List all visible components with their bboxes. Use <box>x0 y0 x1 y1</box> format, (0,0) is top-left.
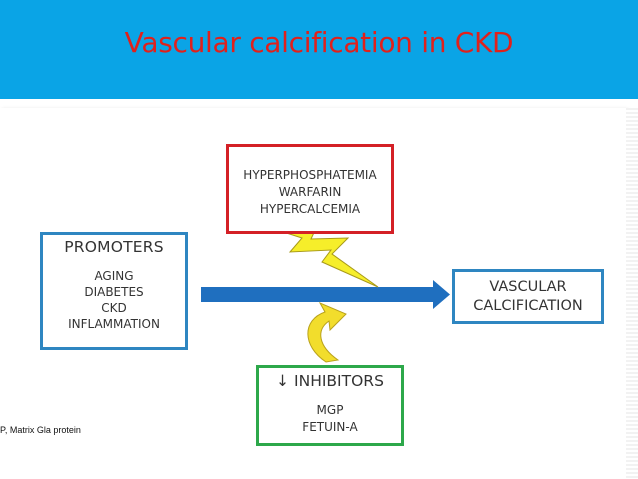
curved-arrow-icon <box>307 301 347 363</box>
inhibitor-item: FETUIN-A <box>302 420 358 434</box>
promoters-box: PROMOTERS AGING DIABETES CKD INFLAMMATIO… <box>40 232 188 350</box>
inhibitors-title: INHIBITORS <box>294 372 384 390</box>
right-arrow-icon <box>201 280 450 309</box>
footnote: P, Matrix Gla protein <box>0 425 81 435</box>
outcome-line: VASCULAR <box>489 279 567 295</box>
lightning-bolt-icon <box>273 223 379 288</box>
stimuli-item: HYPERPHOSPHATEMIA <box>243 168 377 182</box>
outcome-box: VASCULAR CALCIFICATION <box>452 269 604 324</box>
outcome-line: CALCIFICATION <box>473 298 583 314</box>
inhibitors-box: ↓ INHIBITORS MGP FETUIN-A <box>256 365 404 446</box>
promoter-item: AGING <box>94 269 134 283</box>
header-bar <box>0 0 638 99</box>
promoters-title: PROMOTERS <box>64 238 164 256</box>
down-arrow-icon: ↓ <box>276 372 290 390</box>
stimuli-item: WARFARIN <box>278 185 342 199</box>
stimuli-item: HYPERCALCEMIA <box>259 202 361 216</box>
inhibitors-heading: ↓ INHIBITORS <box>259 372 401 390</box>
inhibitor-item: MGP <box>316 403 344 417</box>
promoter-item: CKD <box>101 301 127 315</box>
promoter-item: INFLAMMATION <box>68 317 160 331</box>
slide-title: Vascular calcification in CKD <box>124 26 514 59</box>
slide-edge <box>626 108 638 479</box>
stimuli-box: HYPERPHOSPHATEMIA WARFARIN HYPERCALCEMIA <box>226 144 394 234</box>
promoter-item: DIABETES <box>84 285 144 299</box>
